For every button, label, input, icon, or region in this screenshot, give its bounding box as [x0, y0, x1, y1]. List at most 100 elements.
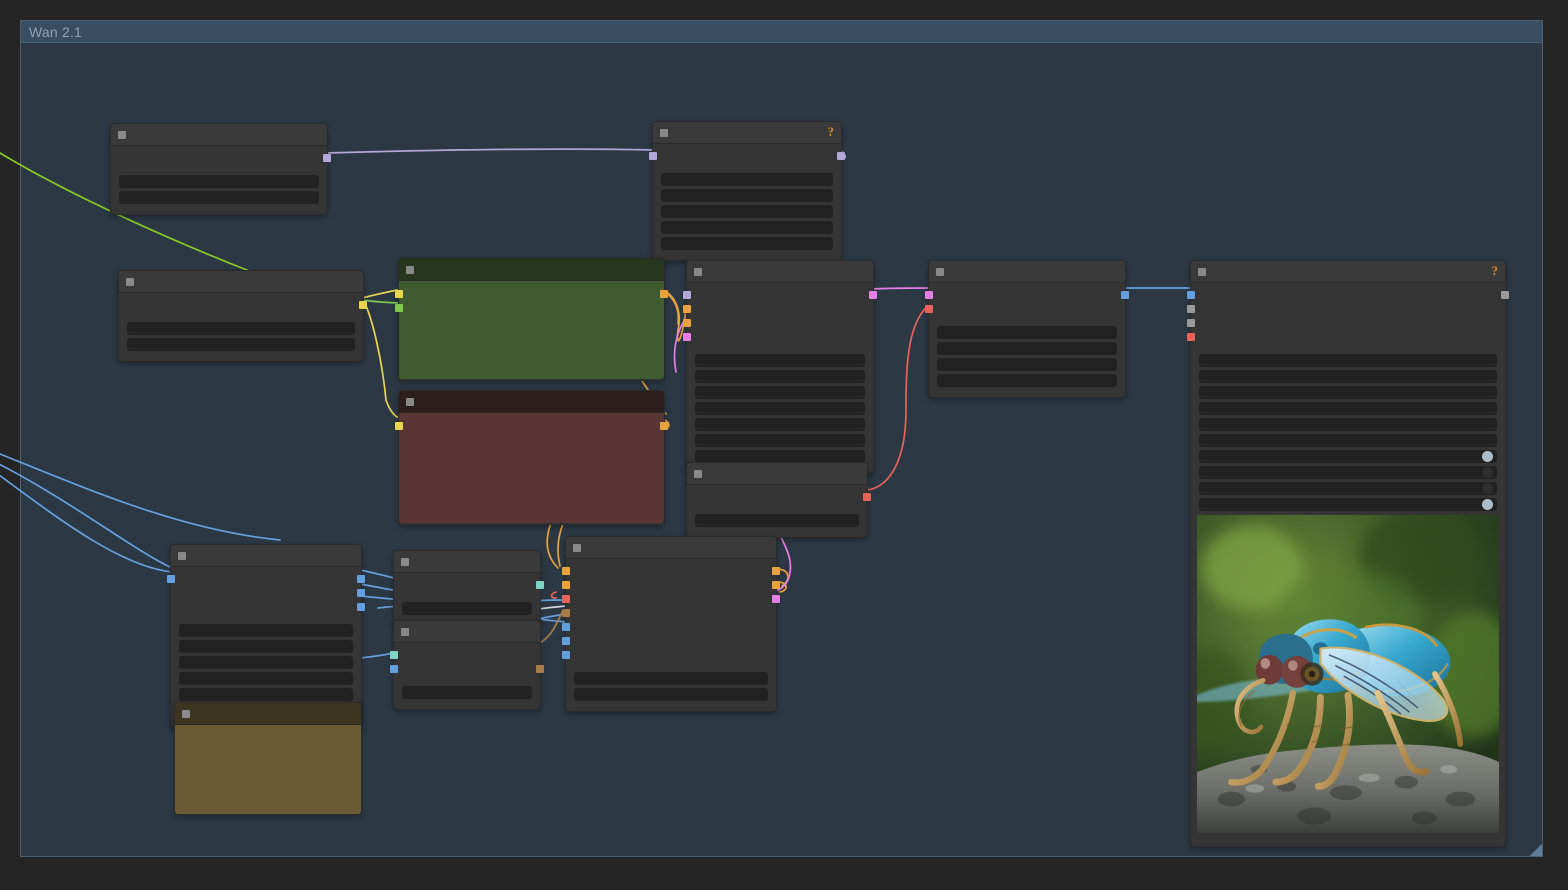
node-widget-row[interactable]: [695, 386, 865, 399]
widget-toggle[interactable]: [1482, 451, 1493, 462]
node-input-port[interactable]: [1187, 291, 1195, 299]
node-title-bar[interactable]: [119, 271, 363, 293]
node-widget-row[interactable]: [937, 374, 1117, 387]
graph-node[interactable]: [390, 620, 544, 710]
node-widget-row[interactable]: [179, 688, 353, 701]
node-input-port[interactable]: [562, 623, 570, 631]
node-output-port[interactable]: [772, 595, 780, 603]
node-title-bar[interactable]: [399, 391, 664, 413]
node-input-port[interactable]: [562, 651, 570, 659]
prompt-text-area[interactable]: [175, 731, 361, 807]
node-input-port[interactable]: [167, 575, 175, 583]
node-widget-row[interactable]: [1199, 466, 1497, 479]
node-collapse-dot-icon[interactable]: [694, 268, 702, 276]
node-output-port[interactable]: [869, 291, 877, 299]
node-title-bar[interactable]: [687, 261, 873, 283]
node-widget-row[interactable]: [179, 624, 353, 637]
node-widget-row[interactable]: [127, 322, 355, 335]
graph-node[interactable]: [925, 260, 1129, 398]
node-widget-row[interactable]: [574, 688, 768, 701]
group-resize-handle[interactable]: [1530, 844, 1542, 856]
node-widget-row[interactable]: [937, 342, 1117, 355]
node-input-port[interactable]: [683, 333, 691, 341]
node-collapse-dot-icon[interactable]: [182, 710, 190, 718]
node-title-bar[interactable]: [175, 703, 361, 725]
graph-node[interactable]: [167, 544, 365, 728]
graph-node[interactable]: [110, 123, 331, 215]
node-collapse-dot-icon[interactable]: [178, 552, 186, 560]
node-title-bar[interactable]: ?: [653, 122, 841, 144]
node-widget-row[interactable]: [695, 418, 865, 431]
node-output-port[interactable]: [1121, 291, 1129, 299]
node-widget-row[interactable]: [661, 189, 833, 202]
node-widget-row[interactable]: [179, 672, 353, 685]
node-output-port[interactable]: [357, 589, 365, 597]
node-input-port[interactable]: [562, 581, 570, 589]
widget-toggle[interactable]: [1482, 467, 1493, 478]
node-input-port[interactable]: [562, 609, 570, 617]
node-output-port[interactable]: [357, 575, 365, 583]
node-title-bar[interactable]: [929, 261, 1125, 283]
node-title-bar[interactable]: ?: [1191, 261, 1505, 283]
node-input-port[interactable]: [1187, 333, 1195, 341]
node-collapse-dot-icon[interactable]: [406, 266, 414, 274]
node-input-port[interactable]: [390, 665, 398, 673]
node-collapse-dot-icon[interactable]: [660, 129, 668, 137]
node-input-port[interactable]: [683, 305, 691, 313]
node-widget-row[interactable]: [127, 338, 355, 351]
node-widget-row[interactable]: [661, 205, 833, 218]
node-collapse-dot-icon[interactable]: [406, 398, 414, 406]
widget-toggle[interactable]: [1482, 499, 1493, 510]
graph-node[interactable]: [174, 702, 362, 815]
node-widget-row[interactable]: [179, 656, 353, 669]
graph-node[interactable]: [393, 550, 544, 626]
help-question-icon[interactable]: ?: [1491, 263, 1499, 278]
node-widget-row[interactable]: [695, 450, 865, 463]
graph-node[interactable]: [562, 536, 780, 712]
node-widget-row[interactable]: [937, 326, 1117, 339]
node-widget-row[interactable]: [402, 602, 532, 615]
node-output-port[interactable]: [863, 493, 871, 501]
node-title-bar[interactable]: [394, 551, 540, 573]
graph-node[interactable]: [118, 270, 367, 362]
node-input-port[interactable]: [683, 319, 691, 327]
node-output-port[interactable]: [660, 422, 668, 430]
prompt-text-area[interactable]: [399, 322, 664, 372]
node-input-port[interactable]: [1187, 319, 1195, 327]
node-collapse-dot-icon[interactable]: [126, 278, 134, 286]
node-widget-row[interactable]: [695, 514, 859, 527]
node-collapse-dot-icon[interactable]: [401, 558, 409, 566]
node-widget-row[interactable]: [574, 672, 768, 685]
node-widget-row[interactable]: [695, 354, 865, 367]
node-input-port[interactable]: [1187, 305, 1195, 313]
graph-node[interactable]: [395, 390, 668, 525]
node-collapse-dot-icon[interactable]: [573, 544, 581, 552]
node-input-port[interactable]: [390, 651, 398, 659]
group-header[interactable]: [21, 21, 1542, 43]
node-widget-row[interactable]: [119, 191, 319, 204]
node-output-port[interactable]: [323, 154, 331, 162]
generated-image-preview[interactable]: [1197, 515, 1499, 833]
node-widget-row[interactable]: [1199, 370, 1497, 383]
node-collapse-dot-icon[interactable]: [401, 628, 409, 636]
graph-node[interactable]: [395, 258, 668, 381]
node-input-port[interactable]: [925, 291, 933, 299]
node-input-port[interactable]: [562, 637, 570, 645]
prompt-text-area[interactable]: [399, 440, 664, 516]
node-output-port[interactable]: [536, 665, 544, 673]
node-widget-row[interactable]: [1199, 402, 1497, 415]
node-input-port[interactable]: [925, 305, 933, 313]
node-widget-row[interactable]: [695, 402, 865, 415]
node-output-port[interactable]: [1501, 291, 1509, 299]
node-input-port[interactable]: [562, 595, 570, 603]
node-collapse-dot-icon[interactable]: [1198, 268, 1206, 276]
node-widget-row[interactable]: [1199, 354, 1497, 367]
widget-toggle[interactable]: [1482, 483, 1493, 494]
node-output-port[interactable]: [536, 581, 544, 589]
graph-node[interactable]: [683, 260, 877, 474]
node-widget-row[interactable]: [1199, 498, 1497, 511]
node-widget-row[interactable]: [661, 237, 833, 250]
node-widget-row[interactable]: [1199, 450, 1497, 463]
graph-node[interactable]: ?: [1187, 260, 1509, 847]
